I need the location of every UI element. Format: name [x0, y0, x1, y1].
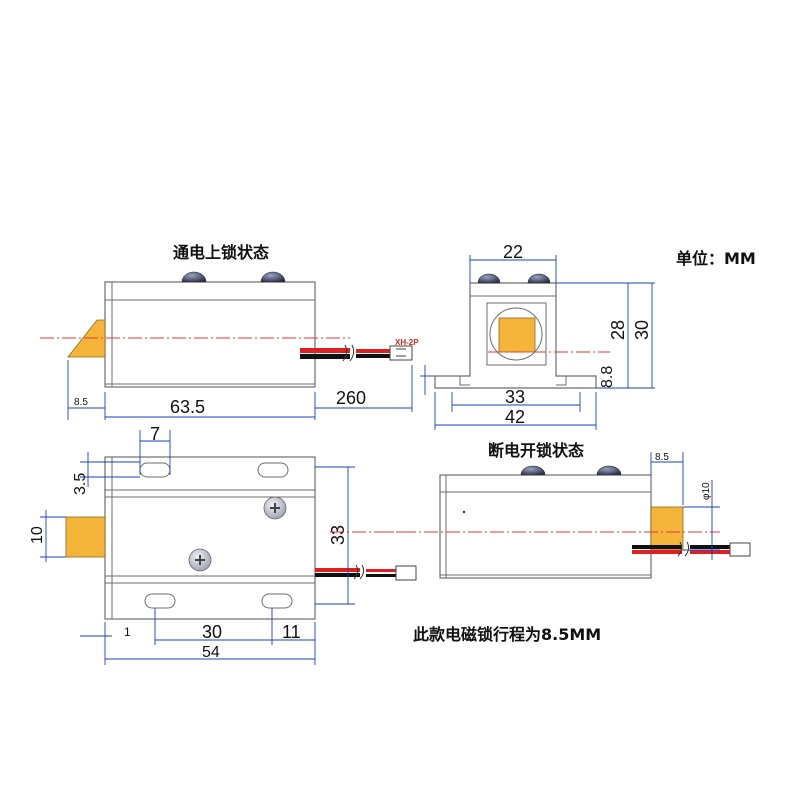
dim-top-offset: 3.5 — [72, 473, 89, 495]
unit-label: 单位：MM — [676, 249, 756, 268]
connector-label: XH-2P — [395, 338, 419, 347]
red-wire — [300, 348, 350, 353]
bolt-head-icon — [527, 273, 551, 284]
black-wire — [300, 354, 350, 359]
latch-tongue — [65, 516, 106, 558]
front-view: 22 28 30 8.8 33 42 — [420, 242, 655, 430]
dim-front-base42: 42 — [505, 407, 525, 427]
dim-front-h28: 28 — [608, 320, 628, 340]
bolt-head-icon — [596, 465, 622, 476]
dim-side-tip: 8.5 — [74, 397, 88, 408]
dim-open-dia: φ10 — [701, 482, 712, 500]
top-body — [104, 456, 316, 620]
latch-face — [498, 317, 536, 353]
dim-side-length: 63.5 — [170, 397, 205, 417]
bolt-head-icon — [520, 465, 546, 476]
dim-front-base33: 33 — [505, 387, 525, 407]
dim-top-height: 33 — [328, 525, 348, 545]
side-body-unlocked — [439, 474, 652, 579]
dim-open-stroke: 8.5 — [655, 452, 669, 463]
connector-icon — [395, 565, 417, 581]
dim-front-foot: 8.8 — [599, 366, 616, 388]
latch-tongue — [67, 319, 106, 358]
dim-wire-length: 260 — [336, 388, 366, 408]
dim-top-slot: 7 — [150, 424, 160, 444]
connector-icon — [729, 542, 751, 557]
top-view: 7 3.5 10 33 1 30 11 54 — [29, 424, 417, 665]
dim-front-h30: 30 — [632, 320, 652, 340]
side-view-locked: XH-2P 8.5 63.5 260 — [40, 271, 419, 420]
side-view-unlocked: 8.5 φ10 — [380, 452, 751, 579]
dim-top-holes: 30 — [202, 622, 222, 642]
dim-top-total: 54 — [202, 644, 220, 661]
bolt-head-icon — [477, 273, 501, 284]
title-unpowered-unlocked: 断电开锁状态 — [488, 441, 584, 460]
latch-tongue-retracted — [650, 506, 684, 551]
dim-front-width: 22 — [503, 242, 523, 262]
bolt-head-icon — [260, 271, 286, 283]
mount-slot — [261, 593, 293, 609]
mount-slot — [257, 462, 289, 478]
side-body — [104, 281, 316, 388]
bolt-head-icon — [181, 271, 207, 283]
dim-top-right: 11 — [282, 622, 301, 642]
dim-top-gap1: 1 — [124, 625, 131, 639]
connector-icon — [389, 345, 413, 361]
title-powered-locked: 通电上锁状态 — [173, 243, 269, 262]
stroke-note: 此款电磁锁行程为8.5MM — [413, 625, 601, 644]
dim-top-pin: 10 — [29, 526, 46, 544]
mount-slot — [144, 593, 176, 609]
